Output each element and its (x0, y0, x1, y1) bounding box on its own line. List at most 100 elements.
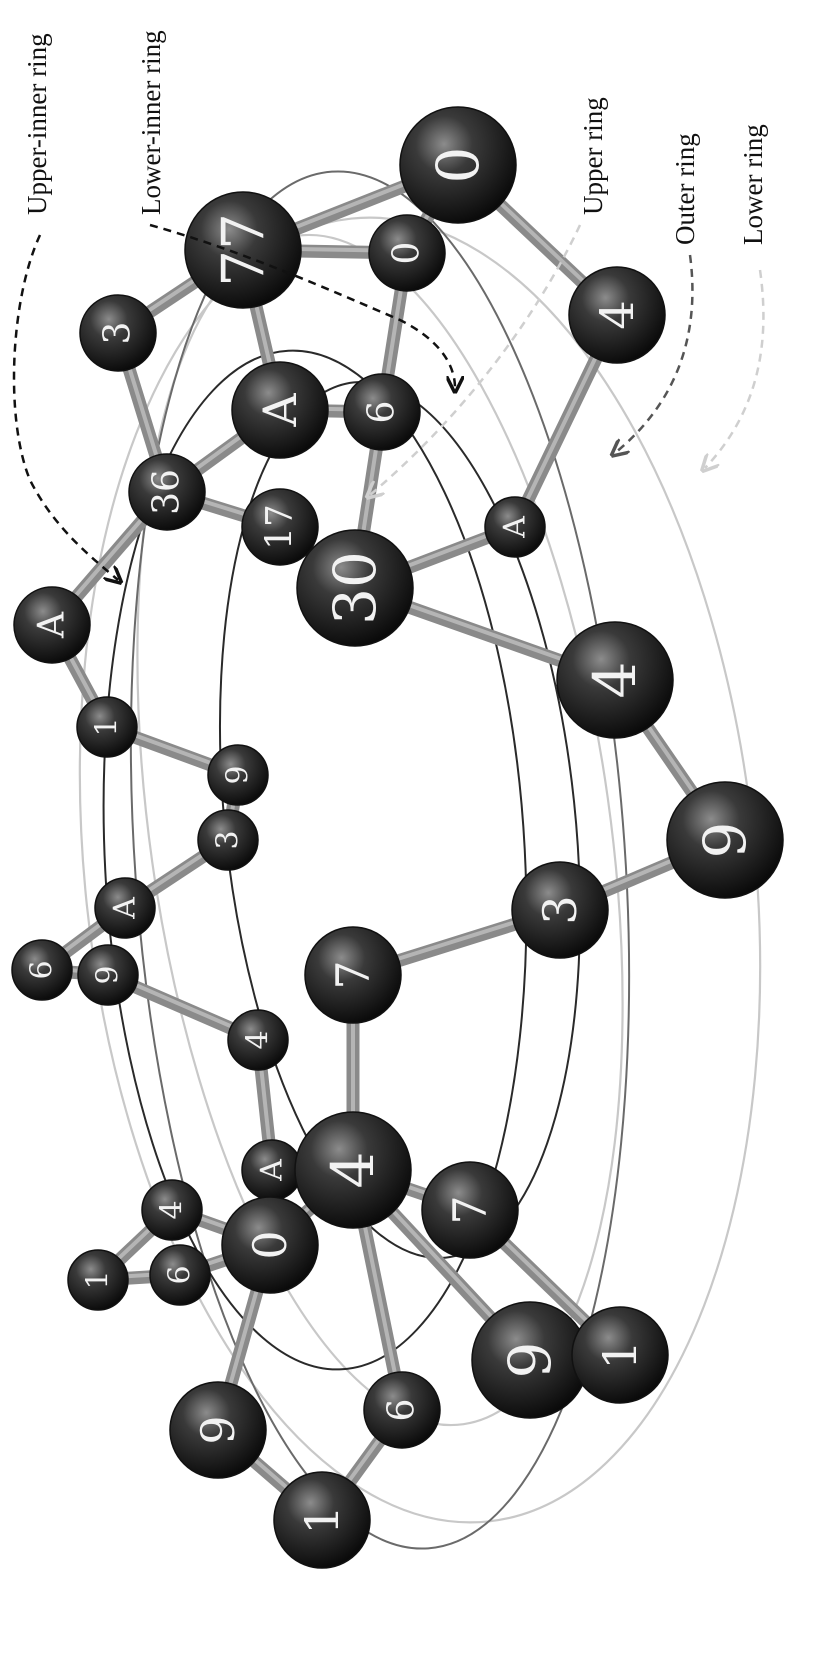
atom-label: 9 (191, 1415, 245, 1444)
atom-node: 6 (149, 1244, 211, 1306)
atom-node: A (13, 586, 91, 664)
lower-ring-label: Lower ring (738, 124, 768, 245)
atom-node: 9 (169, 1381, 267, 1479)
atom-label: 4 (155, 1200, 190, 1219)
atom-ball (128, 453, 206, 531)
atom-node: 17 (241, 488, 319, 566)
atom-label: 9 (221, 765, 256, 784)
atom-ball (94, 877, 156, 939)
atom-label: 9 (691, 822, 759, 859)
atom-node: 0 (368, 214, 446, 292)
upper-ring-label: Upper ring (578, 97, 608, 215)
atom-label: A (255, 1159, 290, 1182)
atom-ball (421, 1161, 519, 1259)
atom-ball (141, 1179, 203, 1241)
atom-node: 9 (77, 944, 139, 1006)
atom-ball (399, 106, 517, 224)
atom-label: 9 (91, 965, 126, 984)
atom-ball (571, 1306, 669, 1404)
atom-label: 77 (209, 213, 277, 287)
atom-label: 36 (147, 469, 188, 515)
atom-node: 3 (511, 861, 609, 959)
lower-ring-arrow (705, 269, 765, 468)
upper-inner-ring-arrow (12, 234, 118, 580)
atom-label: 3 (533, 895, 587, 924)
upper-ring-arrow (370, 224, 582, 495)
atom-label: 7 (443, 1195, 497, 1224)
atom-node: 6 (363, 1371, 441, 1449)
atom-label: 1 (295, 1505, 349, 1534)
atom-label: 4 (581, 662, 649, 699)
atom-label: 3 (98, 322, 139, 345)
callouts-group: Upper-inner ring Lower-inner ring Upper … (12, 30, 768, 580)
outer-ring-label: Outer ring (670, 133, 700, 245)
atom-node: 6 (343, 373, 421, 451)
atom-ball (241, 488, 319, 566)
upper-inner-ring-ellipse (102, 349, 528, 1371)
atom-ball (149, 1244, 211, 1306)
atom-ball (556, 621, 674, 739)
atom-label: 7 (326, 960, 380, 989)
atom-ball (184, 191, 302, 309)
outer-ring-ellipse (129, 170, 631, 1550)
atom-label: 1 (81, 1270, 116, 1289)
atom-node: 4 (294, 1111, 412, 1229)
atom-ball (221, 1196, 319, 1294)
atom-ball (484, 496, 546, 558)
atom-label: 9 (496, 1342, 564, 1379)
atom-ball (368, 214, 446, 292)
atom-ball (169, 1381, 267, 1479)
atom-ball (76, 696, 138, 758)
atom-node: 30 (296, 529, 414, 647)
atom-node: 4 (568, 266, 666, 364)
atom-node: 1 (273, 1471, 371, 1569)
atom-node: 1 (76, 696, 138, 758)
atom-ball (568, 266, 666, 364)
atom-label: A (32, 611, 73, 639)
atom-label: 6 (163, 1265, 198, 1284)
atom-label: 6 (382, 1399, 423, 1422)
atom-ball (296, 529, 414, 647)
atom-label: 4 (241, 1030, 276, 1049)
atom-label: 4 (590, 300, 644, 329)
atom-node: 9 (207, 744, 269, 806)
atom-node: 0 (221, 1196, 319, 1294)
atom-ball (666, 781, 784, 899)
atom-node: A (94, 877, 156, 939)
atom-label: 6 (362, 401, 403, 424)
atom-label: A (253, 393, 307, 428)
atom-node: 7 (304, 926, 402, 1024)
atom-ball (77, 944, 139, 1006)
atom-node: 9 (666, 781, 784, 899)
atom-ball (304, 926, 402, 1024)
atom-label: 30 (321, 551, 389, 625)
atom-node: A (484, 496, 546, 558)
atom-label: 1 (593, 1340, 647, 1369)
atom-ball (231, 361, 329, 459)
atom-node: 4 (141, 1179, 203, 1241)
atom-label: 0 (424, 147, 492, 184)
atom-node: 36 (128, 453, 206, 531)
atom-label: 0 (243, 1230, 297, 1259)
atom-ball (294, 1111, 412, 1229)
atom-ball (207, 744, 269, 806)
atom-label: 4 (319, 1152, 387, 1189)
atom-ball (67, 1249, 129, 1311)
atom-ball (227, 1009, 289, 1071)
atom-node: 7 (421, 1161, 519, 1259)
atom-node: 6 (11, 939, 73, 1001)
atom-label: 3 (211, 830, 246, 849)
atom-label: A (108, 897, 143, 920)
atom-ball (511, 861, 609, 959)
atom-label: A (498, 516, 533, 539)
atom-node: 1 (571, 1306, 669, 1404)
atom-label: 6 (25, 960, 60, 979)
atom-ball (13, 586, 91, 664)
atom-node: A (241, 1139, 303, 1201)
atom-node: 77 (184, 191, 302, 309)
atom-node: A (231, 361, 329, 459)
upper-inner-ring-label: Upper-inner ring (22, 33, 52, 215)
atom-node: 4 (556, 621, 674, 739)
